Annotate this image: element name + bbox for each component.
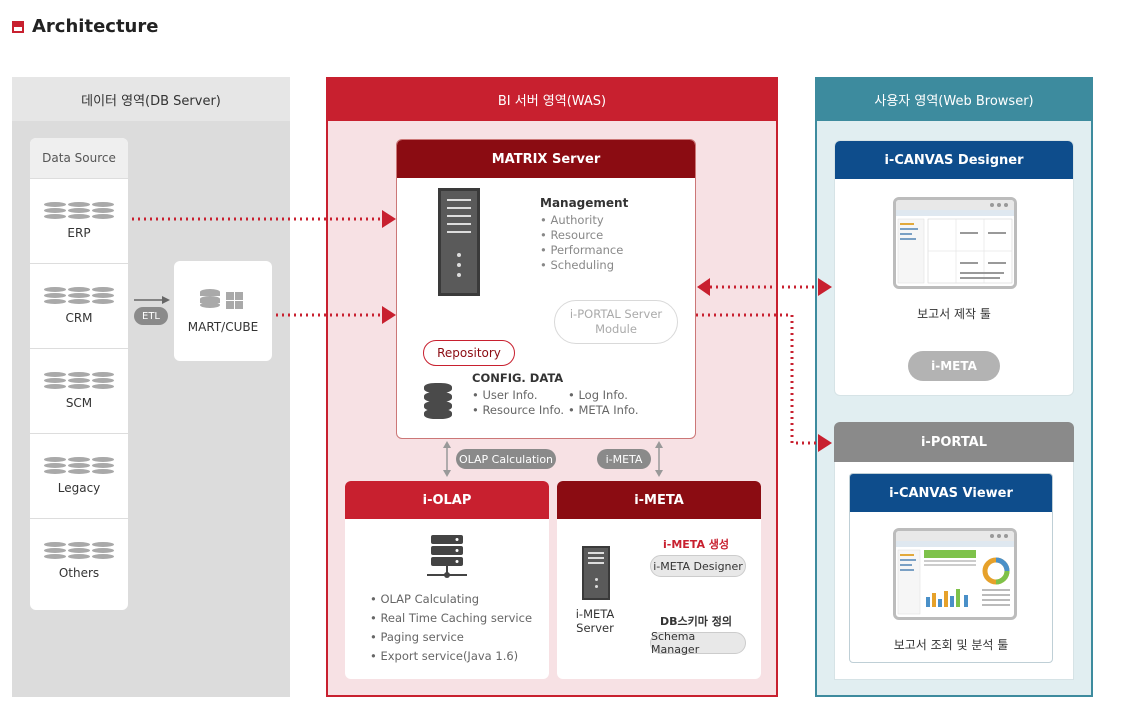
repository-badge: Repository [423,340,515,366]
iolap-service-label: Real Time Caching service [380,611,533,625]
data-source-label: CRM [65,311,93,325]
iolap-service-label: Paging service [380,630,464,644]
iolap-service-item: • Paging service [370,630,464,644]
portal-server-module: i-PORTAL Server Module [554,300,678,344]
iolap-service-label: OLAP Calculating [380,592,480,606]
imeta-title: i-META [557,481,761,519]
data-source-label: Others [58,566,100,580]
data-source-label: ERP [67,226,91,240]
db-schema-label: DB스키마 정의 [660,615,732,628]
data-source-item: CRM [30,263,128,348]
imeta-server-label-line: Server [576,621,614,635]
designer-screenshot [893,197,1017,289]
iolap-service-label: Export service(Java 1.6) [380,649,519,663]
imeta-server-label-line: i-META [575,607,615,621]
portal-module-line: Module [595,322,637,336]
viewer-screenshot [893,528,1017,620]
arrow-right-icon [818,278,832,296]
management-item-label: Resource [550,228,604,242]
database-icon [44,202,114,220]
management-item-label: Performance [550,243,624,257]
schema-manager-box: Schema Manager [650,630,746,656]
config-item-label: Resource Info. [482,403,565,417]
portal-connector [696,313,818,445]
iolap-title: i-OLAP [345,481,549,519]
arrow-left-icon [697,278,710,296]
config-item-label: Log Info. [578,388,628,402]
db-area-title: 데이터 영역(DB Server) [12,77,290,121]
iportal-title: i-PORTAL [834,422,1074,462]
page-title: Architecture [12,16,158,37]
server-network-icon [427,535,467,578]
config-item: • User Info. [472,388,538,402]
arrow-right-icon [162,296,170,304]
viewer-ui-preview [896,541,1014,615]
data-source-item: Legacy [30,433,128,518]
etl-badge: ETL [134,307,168,325]
management-item: • Performance [540,243,624,257]
arrow-right-icon [382,306,396,324]
management-title: Management [540,196,629,210]
management-item-label: Scheduling [550,258,615,272]
config-item: • Log Info. [568,388,628,402]
portal-module-line: i-PORTAL Server [569,307,663,321]
config-item-label: User Info. [482,388,538,402]
designer-caption: 보고서 제작 툴 [917,307,991,321]
database-icon [44,372,114,390]
data-source-panel: Data Source ERP CRM SCM [30,138,128,610]
imeta-create-label: i-META 생성 [663,538,730,551]
icanvas-designer-title: i-CANVAS Designer [835,141,1073,179]
data-source-title: Data Source [30,138,128,178]
iolap-box: i-OLAP [345,481,549,679]
arrow-down-icon [655,470,663,477]
data-source-item: Others [30,518,128,603]
viewer-caption: 보고서 조회 및 분석 툴 [893,638,1009,652]
data-source-label: SCM [65,396,93,410]
arrow-right-icon [382,210,396,228]
management-item-label: Authority [550,213,604,227]
mart-cube-label: MART/CUBE [187,320,259,334]
config-item: • Resource Info. [472,403,565,417]
config-data-title: CONFIG. DATA [472,371,564,385]
config-item: • META Info. [568,403,639,417]
data-source-label: Legacy [57,481,101,495]
window-icon [12,20,24,33]
database-icon [44,542,114,560]
olap-calculation-pill: OLAP Calculation [456,449,556,469]
imeta-server-icon [582,546,610,600]
cube-database-icon [200,289,243,309]
management-item: • Resource [540,228,604,242]
iolap-service-item: • Real Time Caching service [370,611,533,625]
server-tower-icon [438,188,480,296]
icanvas-viewer-title: i-CANVAS Viewer [850,474,1052,512]
imeta-link-pill: i-META [597,449,651,469]
database-icon [44,287,114,305]
config-item-label: META Info. [578,403,639,417]
iolap-service-item: • Export service(Java 1.6) [370,649,519,663]
arrow-up-icon [443,441,451,448]
arrow-up-icon [655,441,663,448]
management-item: • Scheduling [540,258,615,272]
imeta-server-label: i-META Server [573,607,617,635]
web-area-title: 사용자 영역(Web Browser) [815,77,1093,121]
data-source-item: ERP [30,178,128,263]
page-title-text: Architecture [32,16,159,37]
designer-imeta-pill: i-META [908,351,1000,381]
iolap-service-list: • OLAP Calculating • Real Time Caching s… [370,590,532,666]
database-icon [44,457,114,475]
data-source-item: SCM [30,348,128,433]
was-area-title: BI 서버 영역(WAS) [326,77,778,121]
arrow-down-icon [443,470,451,477]
mart-cube-box: MART/CUBE [174,261,272,361]
designer-ui-preview [896,210,1014,284]
management-item: • Authority [540,213,604,227]
arrow-right-icon [818,434,832,452]
imeta-designer-box: i-META Designer [650,555,746,577]
database-icon [424,383,452,419]
iolap-service-item: • OLAP Calculating [370,592,480,606]
matrix-server-title: MATRIX Server [397,140,695,178]
